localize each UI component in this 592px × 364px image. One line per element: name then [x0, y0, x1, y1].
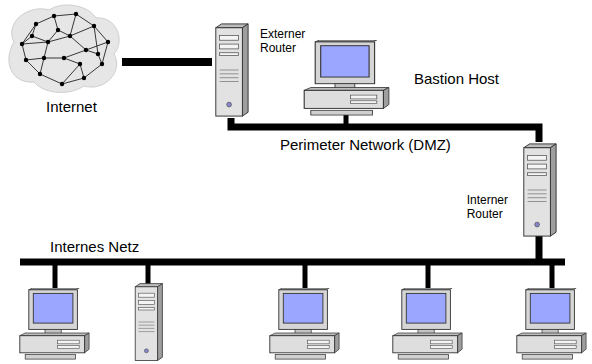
workstation [270, 288, 339, 359]
pc-icon [302, 40, 390, 116]
node-label: Externer Router [260, 28, 305, 56]
uplink-line [122, 58, 212, 66]
network-label: Internes Netz [48, 238, 141, 255]
internet-cloud: Internet [4, 2, 122, 94]
cloud-icon [4, 2, 122, 94]
node-label: Bastion Host [414, 70, 499, 87]
workstation [393, 288, 462, 359]
router-node: Interner Router [520, 142, 558, 238]
drop-line [536, 236, 543, 262]
host-node: Bastion Host [302, 40, 390, 116]
server-tower [135, 284, 162, 361]
tower-icon [212, 22, 250, 118]
drop-lines [55, 262, 552, 290]
tower-icon [520, 142, 558, 238]
internal-bus [20, 259, 565, 266]
workstation [517, 288, 586, 359]
network-label: Perimeter Network (DMZ) [278, 136, 453, 153]
router-node: Externer Router [212, 22, 250, 118]
node-label: Interner Router [467, 194, 508, 222]
workstation [20, 288, 89, 359]
node-label: Internet [46, 98, 97, 115]
